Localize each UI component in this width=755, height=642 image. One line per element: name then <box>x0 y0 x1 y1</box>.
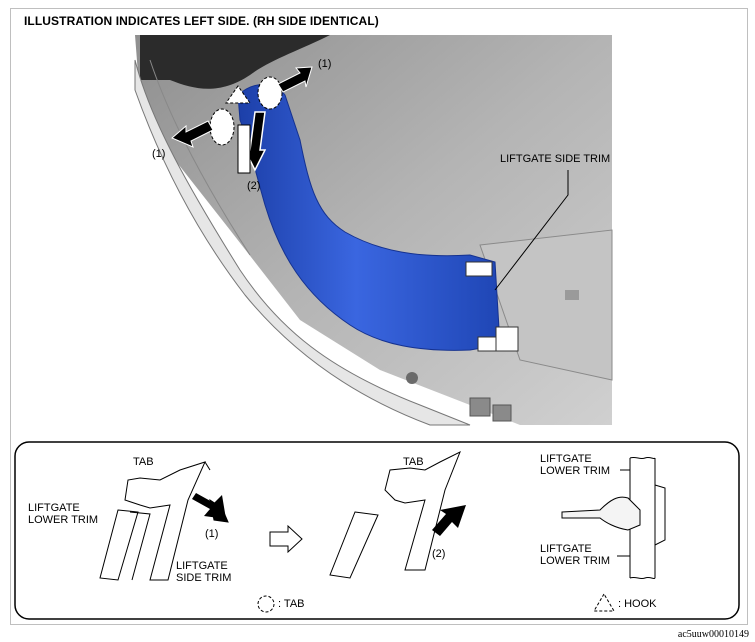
tab-marker <box>257 76 283 110</box>
detail-box <box>14 441 740 620</box>
tab-marker <box>209 108 235 146</box>
page-title: ILLUSTRATION INDICATES LEFT SIDE. (RH SI… <box>24 14 379 28</box>
detail-middle-step: (2) <box>432 548 446 560</box>
next-step-arrow <box>269 524 303 554</box>
detail-left-step: (1) <box>205 528 219 540</box>
callout-1-top: (1) <box>318 58 332 70</box>
callout-1-left: (1) <box>152 148 166 160</box>
pull-arrow-left <box>171 120 214 148</box>
hook-legend-label: : HOOK <box>618 598 657 610</box>
detail-left-side-trim-label: LIFTGATE SIDE TRIM <box>176 560 232 584</box>
step-arrow-1 <box>192 493 226 519</box>
hook-marker <box>225 85 251 104</box>
detail-right-diagram <box>561 456 666 580</box>
step-arrow-2 <box>432 505 466 536</box>
part-label-leader <box>494 170 569 291</box>
detail-left-tab-label: TAB <box>133 456 154 468</box>
detail-right-lower-trim-top-label: LIFTGATE LOWER TRIM <box>540 453 611 477</box>
callout-2: (2) <box>247 180 261 192</box>
detail-right-lower-trim-bottom-label: LIFTGATE LOWER TRIM <box>540 543 611 567</box>
figure-code: ac5uuw00010149 <box>677 629 749 640</box>
part-label: LIFTGATE SIDE TRIM <box>500 153 611 165</box>
detail-left-lower-trim-label: LIFTGATE LOWER TRIM <box>28 502 99 526</box>
tab-legend-label: : TAB <box>278 598 305 610</box>
pull-arrow-right <box>277 66 313 93</box>
tab-legend-icon <box>257 595 275 613</box>
vehicle-interior-view <box>134 35 613 426</box>
liftgate-side-trim-part <box>237 84 501 351</box>
detail-middle-diagram <box>329 450 461 579</box>
detail-middle-tab-label: TAB <box>403 456 424 468</box>
